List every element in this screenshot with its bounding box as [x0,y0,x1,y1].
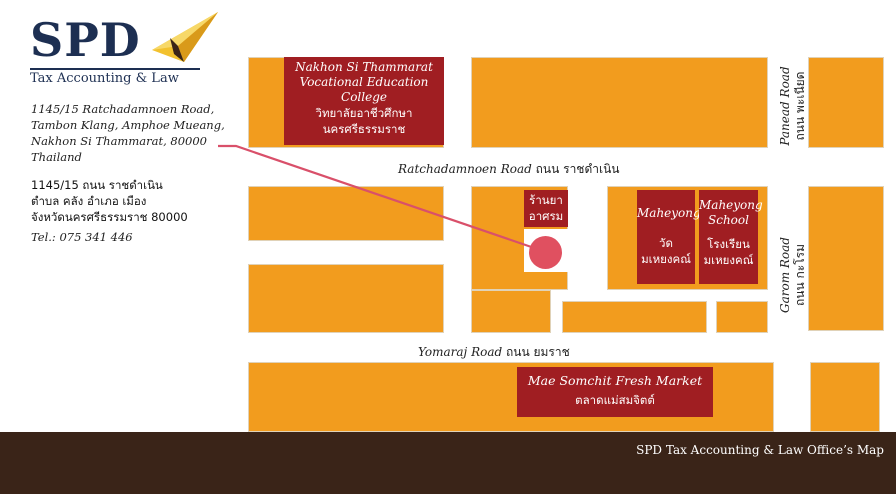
address-line: Nakhon Si Thammarat, 80000 [31,134,207,148]
city-block [716,301,768,333]
logo-wordmark: SPD [30,13,141,67]
road-name-en: Yomaraj Road [418,345,503,359]
school-name-th: มเหยงคณ์ [703,253,754,267]
address-thai: 1145/15 ถนน ราชดำเนิน ตำบล คลัง อำเภอ เม… [31,177,188,225]
road-label-yomaraj: Yomaraj Road ถนน ยมราช [418,343,570,362]
college-name-th: วิทยาลัยอาชีวศึกษา [315,106,413,120]
city-block [471,290,551,333]
office-location-marker[interactable] [529,236,562,269]
road-label-ratchadamnoen: Ratchadamnoen Road ถนน ราชดำเนิน [398,160,620,179]
college-name-th: นครศรีธรรมราช [322,122,406,136]
city-block [248,264,444,333]
college-name-en: Vocational Education [299,75,429,89]
restaurant-name-th: อาศรมยา [528,209,564,239]
address-line: Thailand [31,150,82,164]
temple-name-th: วัด [659,236,673,250]
landmark-college: Nakhon Si Thammarat Vocational Education… [284,57,444,145]
temple-name-en: Maheyong [637,206,701,220]
address-line: ตำบล คลัง อำเภอ เมือง [31,194,147,208]
logo-rule [30,68,200,70]
landmark-school: Maheyong School โรงเรียน มเหยงคณ์ [699,190,763,284]
pointer-line [218,144,547,254]
college-name-en: College [341,90,387,104]
landmark-restaurant: ร้านยา อาศรมยา [524,190,568,239]
school-name-th: โรงเรียน [707,237,750,251]
restaurant-name-th: ร้านยา [529,193,563,207]
city-block [810,362,880,432]
market-name-th: ตลาดแม่สมจิตต์ [575,393,655,407]
address-line: จังหวัดนครศรีธรรมราช 80000 [31,210,188,224]
address-english: 1145/15 Ratchadamnoen Road, Tambon Klang… [31,101,225,165]
address-line: 1145/15 ถนน ราชดำเนิน [31,178,163,192]
school-name-en: Maheyong [699,198,763,212]
city-block [808,57,884,148]
city-block [562,301,707,333]
school-name-en: School [708,213,749,227]
college-name-en: Nakhon Si Thammarat [295,60,433,74]
market-name-en: Mae Somchit Fresh Market [527,373,703,388]
city-block [248,186,444,241]
road-name-th: ถนน ราชดำเนิน [535,162,620,176]
city-block [808,186,884,331]
road-name-th: ถนน ยมราช [506,345,570,359]
logo-tagline: Tax Accounting & Law [30,71,179,86]
city-block [471,57,768,148]
address-line: Tambon Klang, Amphoe Mueang, [31,118,225,132]
footer-caption: SPD Tax Accounting & Law Office’s Map [636,443,884,457]
telephone: Tel.: 075 341 446 [31,230,133,244]
footer-bar: SPD Tax Accounting & Law Office’s Map [0,432,896,494]
temple-name-th: มเหยงคณ์ [641,252,691,266]
address-line: 1145/15 Ratchadamnoen Road, [31,102,215,116]
landmark-temple: Maheyong วัด มเหยงคณ์ [637,190,701,284]
logo: SPD Tax Accounting & Law [30,8,230,88]
paper-plane-icon [152,12,218,62]
road-name-en: Ratchadamnoen Road [398,162,532,176]
landmark-market: Mae Somchit Fresh Market ตลาดแม่สมจิตต์ [517,367,713,417]
